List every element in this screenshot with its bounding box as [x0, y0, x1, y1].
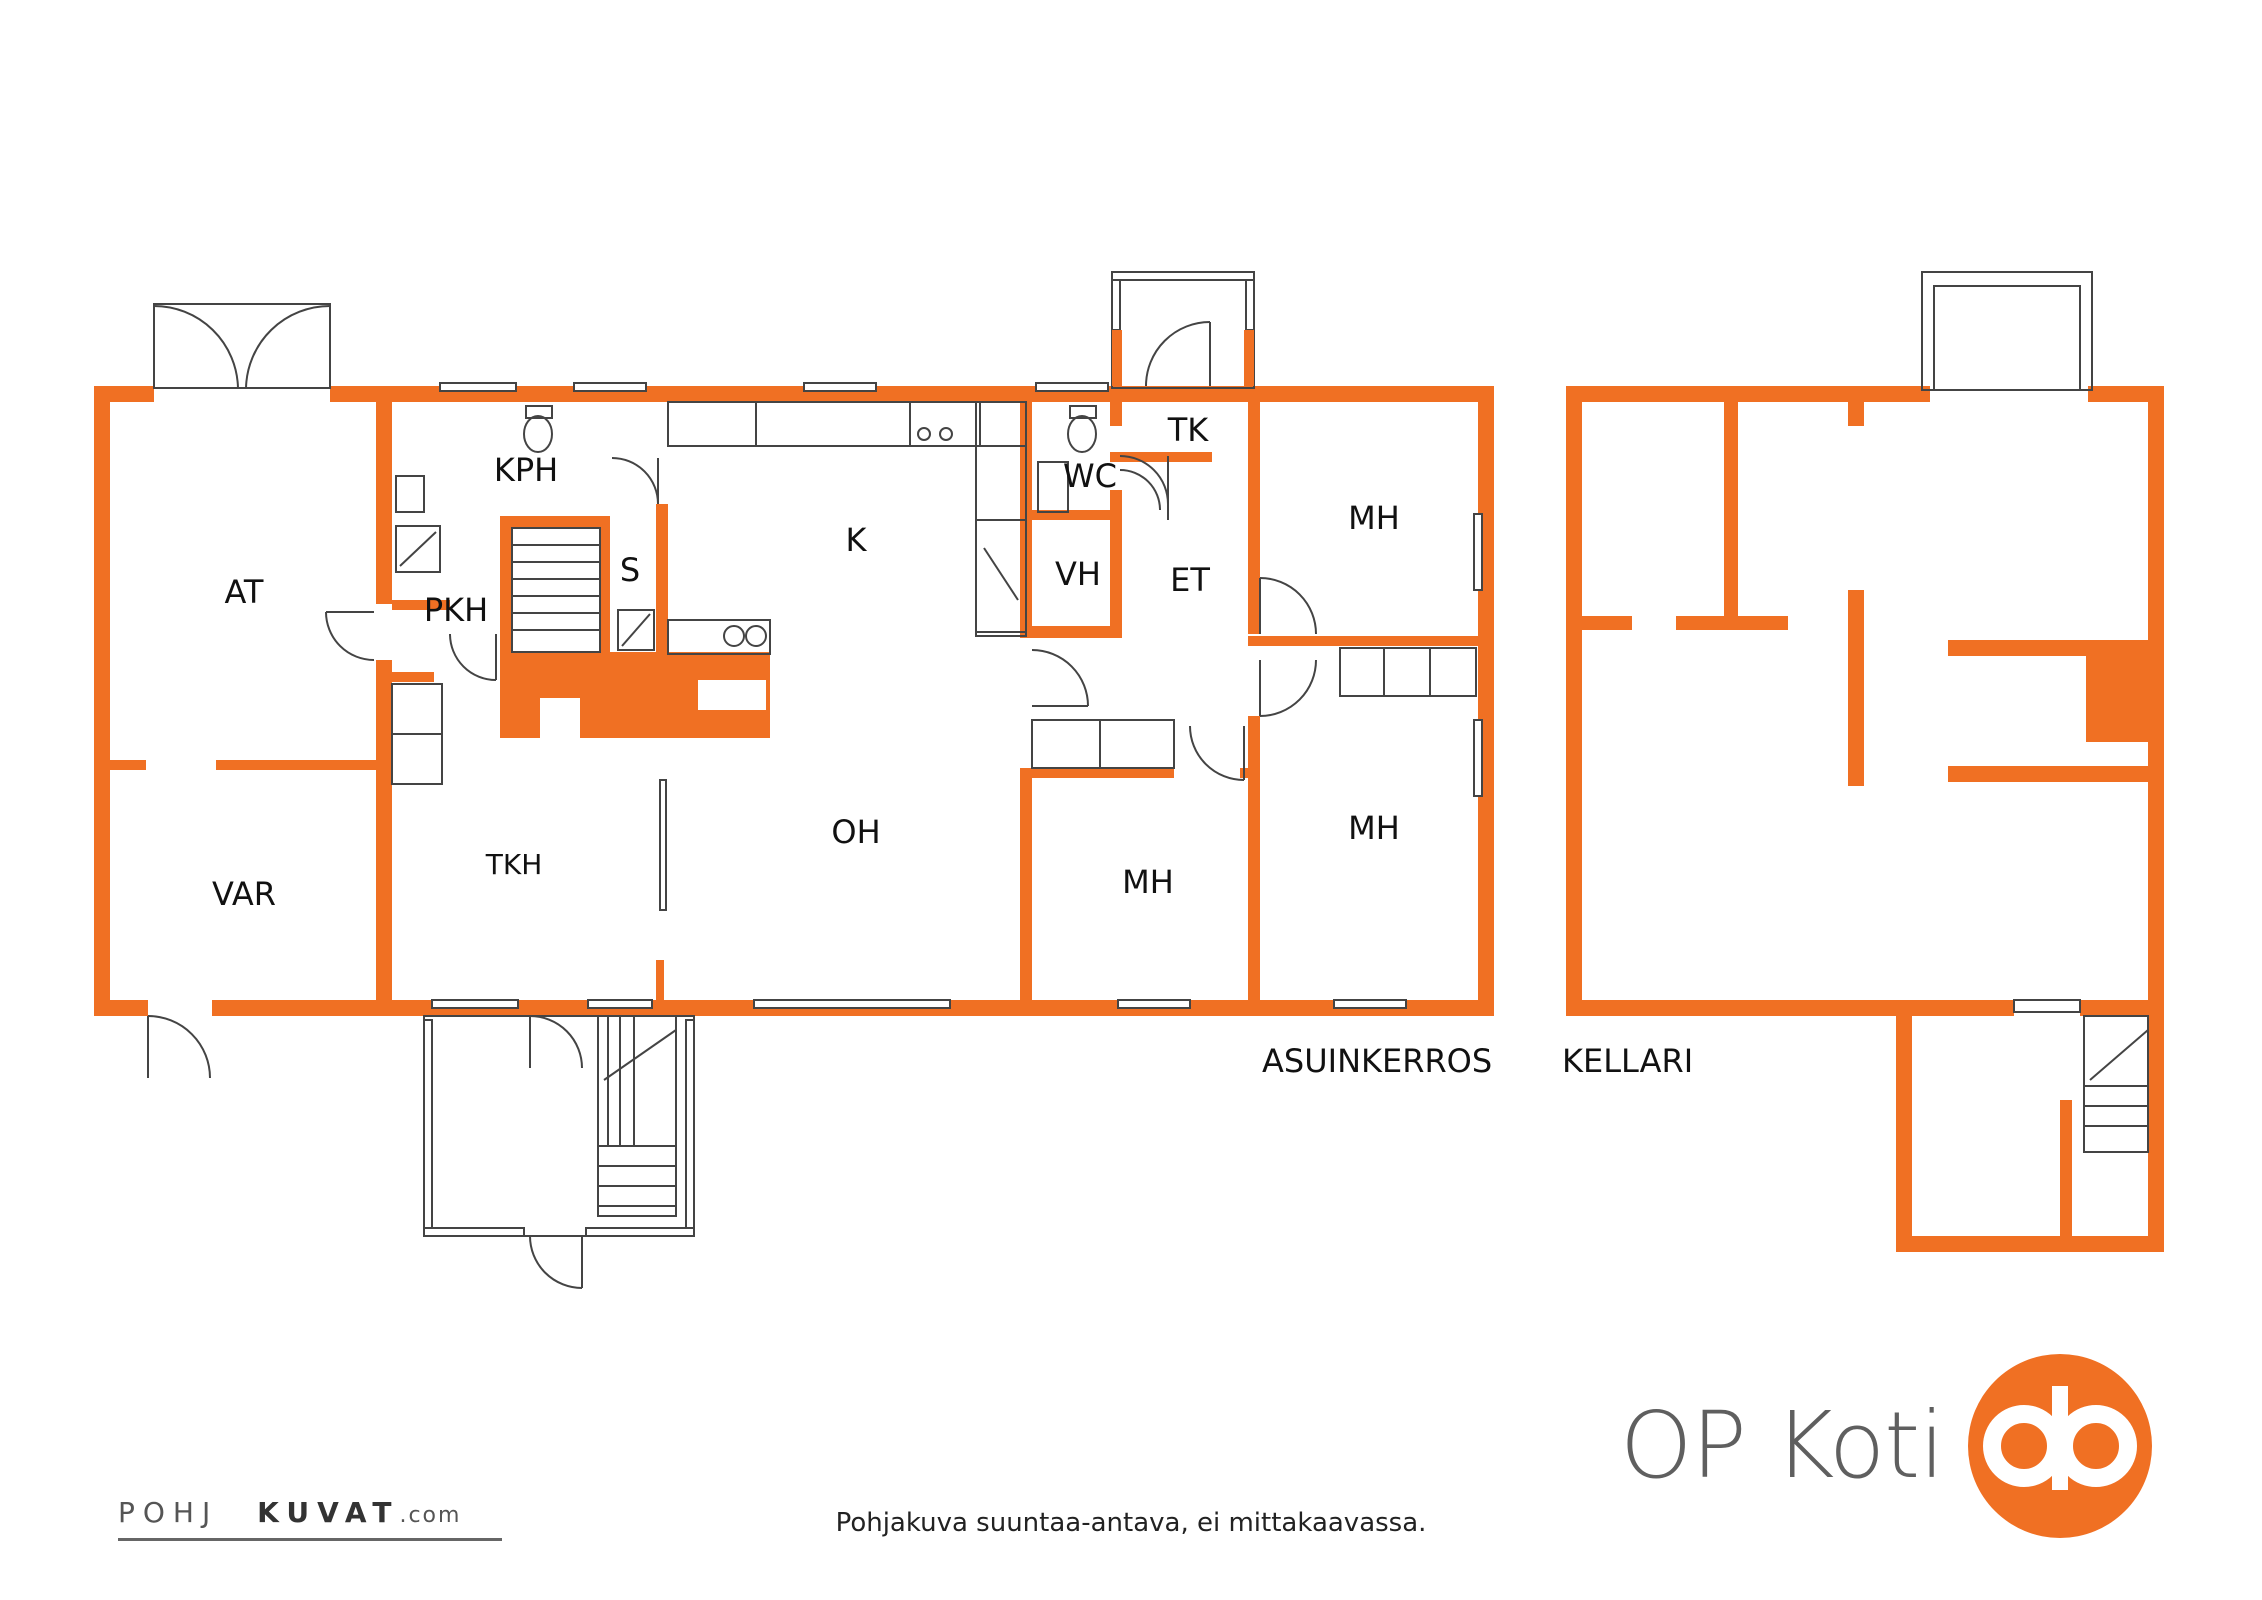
- room-label-et: ET: [1170, 561, 1210, 599]
- floor-label-main: ASUINKERROS: [1262, 1042, 1492, 1080]
- basement-fittings: [1921, 271, 2149, 1153]
- room-label-tkh: TKH: [485, 848, 543, 881]
- room-label-s: S: [620, 551, 640, 589]
- main-floor-windows: [431, 382, 1483, 1009]
- room-label-mh-3: MH: [1122, 863, 1174, 901]
- stairs-icon: [511, 527, 601, 653]
- at-entry-door: [153, 303, 331, 389]
- sink-icon: [395, 475, 425, 513]
- brand-name: OP Koti: [1620, 1392, 1945, 1499]
- tkh-wardrobe: [391, 683, 443, 785]
- toilet-icon: [523, 415, 553, 453]
- room-label-mh-1: MH: [1348, 499, 1400, 537]
- room-label-tk: TK: [1167, 411, 1210, 449]
- pohjakuvat-underline: [118, 1538, 502, 1541]
- room-label-wc: WC: [1063, 457, 1117, 495]
- bathroom-fittings: [325, 405, 659, 681]
- op-logo-icon: [1968, 1354, 2152, 1538]
- pohjakuvat-logo: POHJ KUVAT.com: [118, 1496, 461, 1529]
- floor-label-basement: KELLARI: [1562, 1042, 1693, 1080]
- room-label-kph: KPH: [494, 451, 558, 489]
- pohjakuvat-left: POHJ: [118, 1496, 219, 1529]
- mh-fittings: [1259, 577, 1477, 717]
- kitchen-fittings: [667, 401, 1027, 655]
- disclaimer: Pohjakuva suuntaa-antava, ei mittakaavas…: [835, 1508, 1427, 1538]
- room-label-oh: OH: [831, 813, 880, 851]
- room-label-at: AT: [225, 573, 264, 611]
- room-label-var: VAR: [212, 875, 276, 913]
- room-label-vh: VH: [1055, 555, 1101, 593]
- room-label-k: K: [846, 521, 868, 559]
- room-label-pkh: PKH: [424, 591, 488, 629]
- main-floor-walls: [94, 386, 1494, 1016]
- tk-vestibule: [1111, 271, 1255, 520]
- pohjakuvat-right: KUVAT: [257, 1496, 400, 1529]
- porch: [423, 1015, 695, 1289]
- pohjakuvat-domain: .com: [399, 1503, 462, 1528]
- wc-fittings: [1031, 405, 1245, 781]
- var-door: [147, 1015, 211, 1079]
- room-label-mh-2: MH: [1348, 809, 1400, 847]
- basement-walls: [1566, 386, 2164, 1252]
